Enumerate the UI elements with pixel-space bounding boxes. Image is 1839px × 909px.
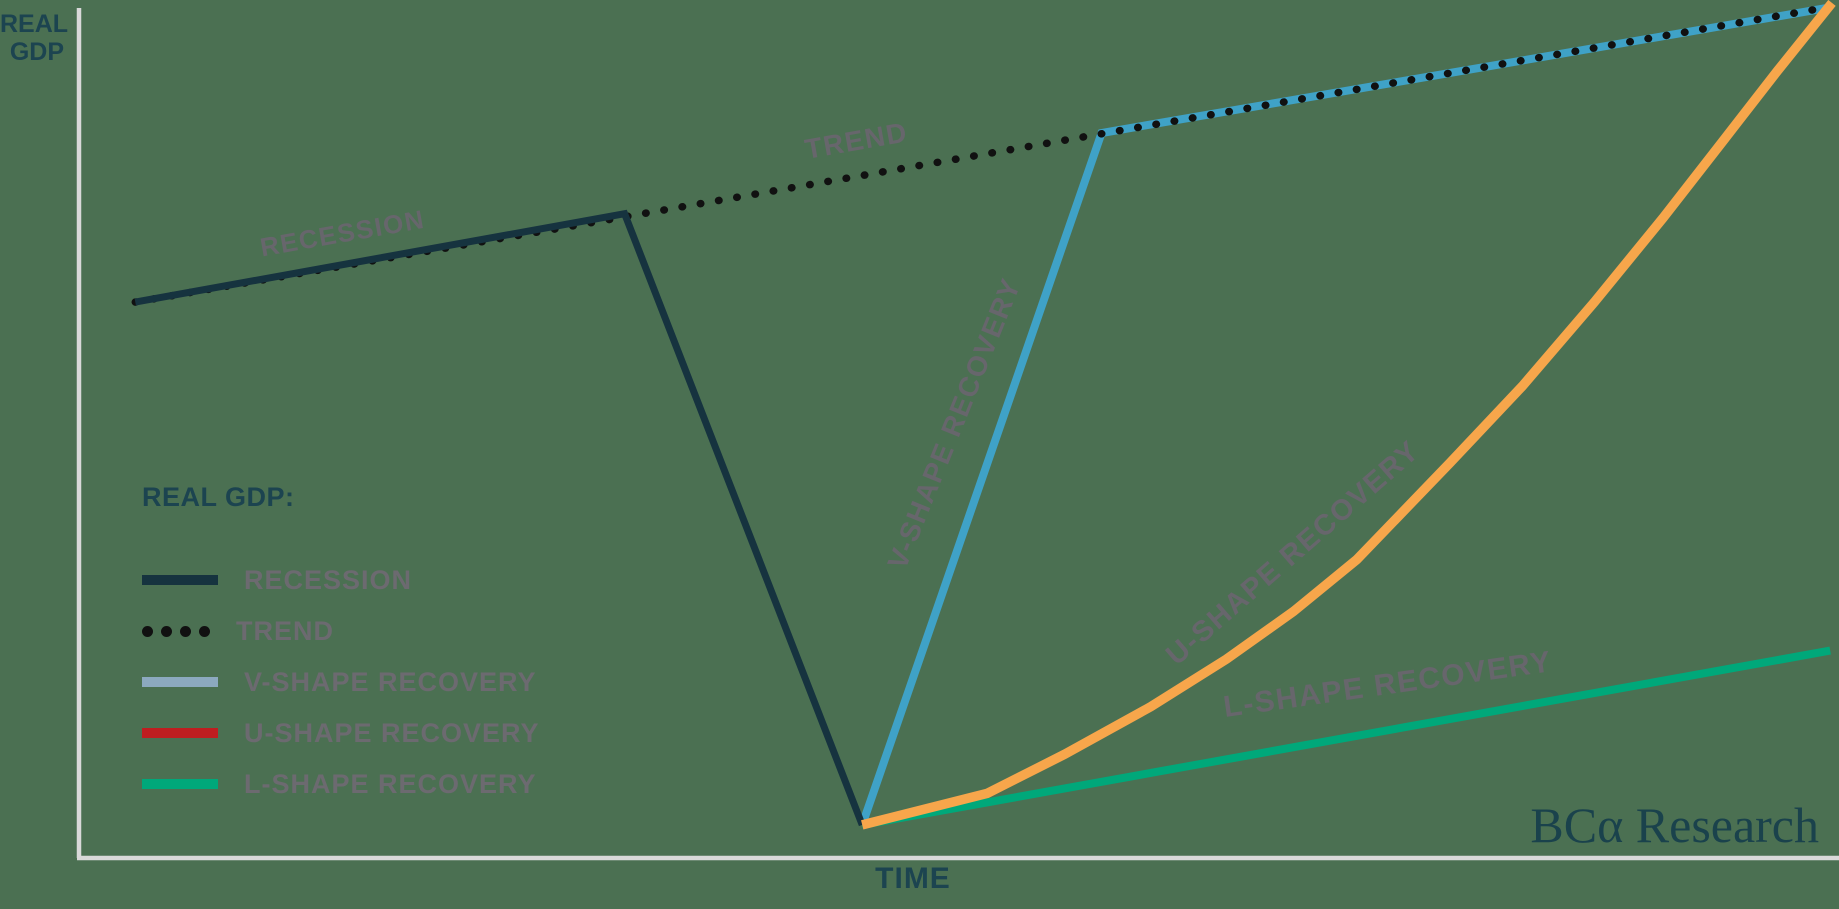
legend-label: L-SHAPE RECOVERY: [244, 768, 537, 799]
legend-heading: REAL GDP:: [142, 482, 295, 512]
recession-line: [134, 209, 866, 827]
legend-line-swatch: [142, 677, 218, 687]
legend-line-swatch: [142, 575, 218, 585]
legend-item: U-SHAPE RECOVERY: [142, 716, 540, 750]
bca-research-logo: BCα Research: [1530, 797, 1819, 853]
trend-line-label: TREND: [802, 116, 910, 165]
legend-label: RECESSION: [244, 564, 413, 595]
y-axis-title: REAL GDP: [0, 10, 69, 66]
legend: REAL GDP: RECESSION TREND V-SHAPE RECOVERY…: [142, 482, 540, 818]
legend-label: U-SHAPE RECOVERY: [244, 717, 540, 748]
legend-dotted-swatch: [142, 625, 210, 637]
legend-label: TREND: [236, 615, 334, 646]
legend-item: V-SHAPE RECOVERY: [142, 665, 540, 699]
legend-item: TREND: [142, 614, 540, 648]
legend-items: RECESSION TREND V-SHAPE RECOVERY U-SHAPE RE…: [142, 563, 540, 801]
u-shape-line-label: U-SHAPE RECOVERY: [1160, 435, 1426, 672]
legend-line-swatch: [142, 728, 218, 738]
u-shape-recovery-line: [861, 0, 1836, 830]
legend-label: V-SHAPE RECOVERY: [244, 666, 537, 697]
l-shape-recovery-line: [861, 646, 1831, 829]
legend-item: RECESSION: [142, 563, 540, 597]
x-axis-title: TIME: [875, 862, 951, 895]
legend-item: L-SHAPE RECOVERY: [142, 767, 540, 801]
legend-line-swatch: [142, 779, 218, 789]
